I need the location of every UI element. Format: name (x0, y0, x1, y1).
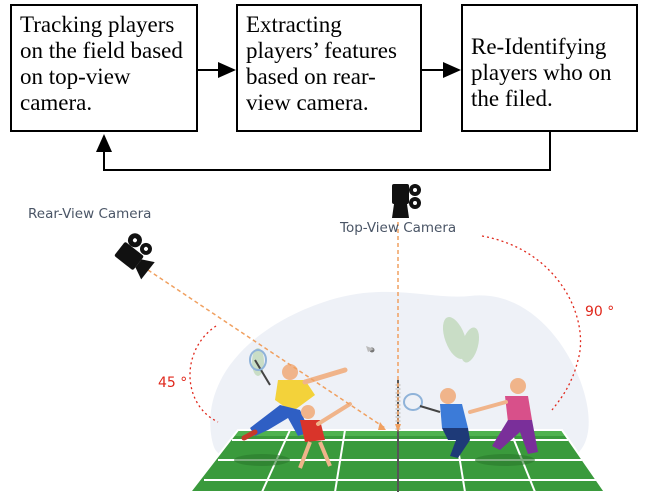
player-yellow (241, 349, 348, 441)
decor-plants (252, 317, 480, 376)
feedback-arrow (96, 132, 551, 171)
player-pink (468, 378, 538, 454)
shuttlecock (366, 346, 375, 353)
angle-arc-90 (481, 235, 582, 411)
flow-step-extracting: Extracting players’ features based on re… (236, 4, 422, 132)
movie-camera-icon (114, 233, 155, 280)
flow-step-tracking: Tracking players on the field based on t… (10, 4, 198, 132)
angle-label-45: 45 ° (158, 375, 188, 391)
rear-view-camera-label: Rear-View Camera (28, 206, 152, 222)
flow-step-extracting-text: Extracting players’ features based on re… (246, 12, 397, 115)
angle-label-90: 90 ° (585, 304, 615, 320)
flow-step-tracking-text: Tracking players on the field based on t… (20, 12, 183, 115)
player-red (298, 402, 352, 469)
flow-step-reidentifying: Re-Identifying players who on the filed. (461, 4, 638, 132)
movie-camera-icon (392, 184, 421, 218)
rear-camera-sight-line (147, 269, 386, 429)
flow-step-reidentifying-text: Re-Identifying players who on the filed. (471, 34, 612, 111)
player-blue (403, 388, 470, 458)
top-view-camera-label: Top-View Camera (340, 220, 457, 236)
player-shadows (234, 454, 535, 466)
